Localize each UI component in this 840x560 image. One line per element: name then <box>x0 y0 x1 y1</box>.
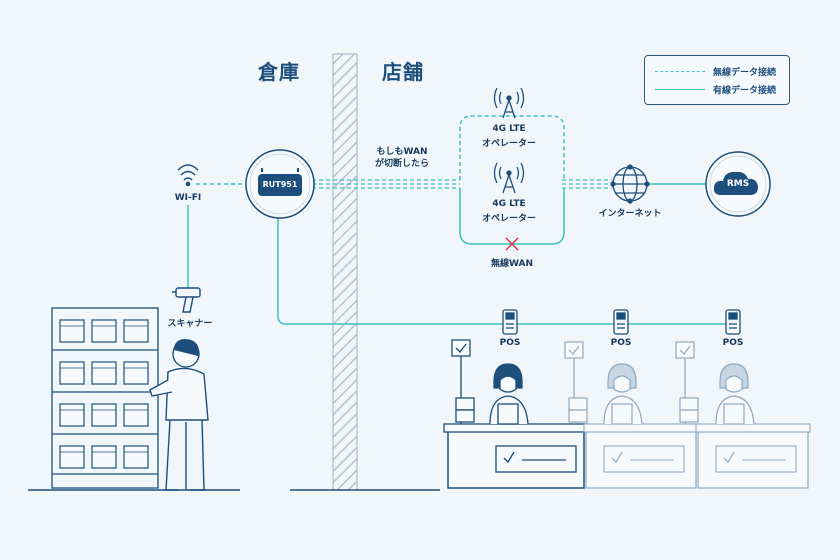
wired-wan-label: 無線WAN <box>490 259 534 269</box>
pos-terminal-3-icon <box>725 309 741 335</box>
globe-icon <box>610 164 650 204</box>
lte-mid-label-line2: オペレーター <box>481 214 536 224</box>
wifi-icon <box>177 164 199 187</box>
rms-cloud <box>705 151 771 217</box>
legend: 無線データ接続 有線データ接続 <box>644 55 790 105</box>
pos-2-label: POS <box>610 338 632 348</box>
shelf-boxes <box>59 319 149 469</box>
cell-tower-top-icon <box>493 87 525 119</box>
router-device <box>245 149 315 219</box>
checkout-signs <box>451 339 475 424</box>
disconnect-x-icon <box>505 237 519 251</box>
wifi-label: WI-FI <box>174 193 202 203</box>
warehouse-worker <box>149 339 209 491</box>
warehouse-title: 倉庫 <box>258 60 300 84</box>
checkout-counters <box>443 423 811 489</box>
router-internet-wireless <box>312 179 612 189</box>
rms-label: RMS <box>726 179 750 189</box>
failover-text-line1: もしもWAN <box>376 147 428 157</box>
legend-wired: 有線データ接続 <box>655 82 776 96</box>
failover-text-line2: が切断したら <box>374 159 429 169</box>
wall-divider <box>332 53 358 491</box>
cell-tower-mid-icon <box>493 162 525 194</box>
internet-label: インターネット <box>598 209 662 219</box>
legend-wired-label: 有線データ接続 <box>713 85 777 96</box>
legend-wireless-label: 無線データ接続 <box>713 67 777 78</box>
scanner-label: スキャナー <box>167 319 213 329</box>
router-label: RUT951 <box>262 180 298 189</box>
lte-top-label-line1: 4G LTE <box>492 124 526 134</box>
lte-mid-label-line1: 4G LTE <box>492 199 526 209</box>
legend-wireless: 無線データ接続 <box>655 64 776 78</box>
lte-top-label-line2: オペレーター <box>481 139 536 149</box>
warehouse-shelf <box>51 307 159 489</box>
pos-1-label: POS <box>499 338 521 348</box>
pos-terminal-2-icon <box>613 309 629 335</box>
cashier-1 <box>489 363 529 425</box>
cashier-2 <box>603 363 643 425</box>
checkout-signs-faded <box>564 341 699 424</box>
store-title: 店舗 <box>382 60 424 84</box>
failover-loop <box>459 115 565 180</box>
router-pos-link <box>277 208 740 325</box>
pos-3-label: POS <box>722 338 744 348</box>
pos-terminal-1-icon <box>502 309 518 335</box>
cashier-3 <box>715 363 755 425</box>
scanner-icon <box>172 287 201 313</box>
